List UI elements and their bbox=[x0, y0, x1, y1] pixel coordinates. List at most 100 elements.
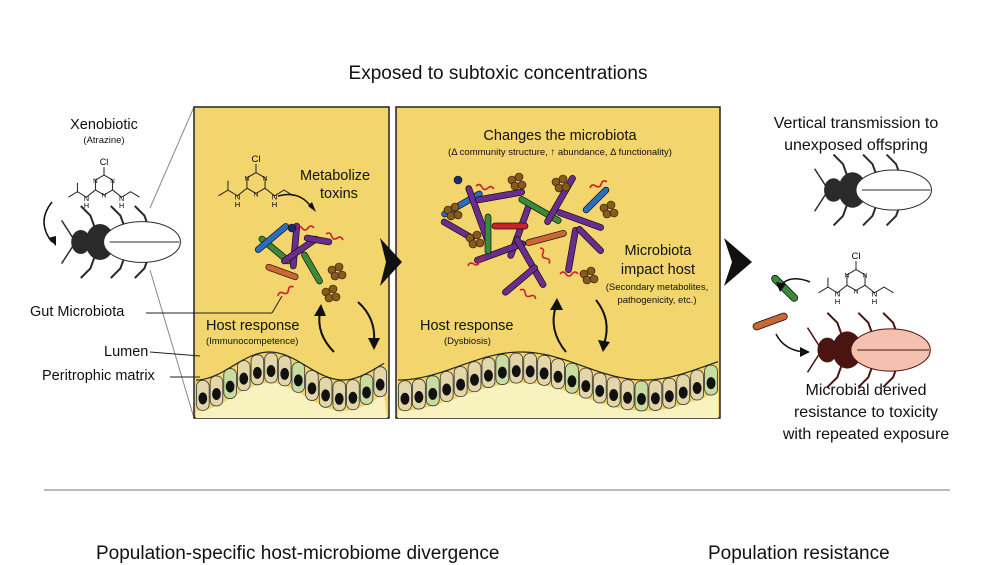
insect-antennae bbox=[814, 168, 828, 212]
epithelium-panel-1 bbox=[195, 351, 387, 418]
gut-microbiota-label: Gut Microbiota bbox=[30, 304, 125, 320]
bacterium-coccus bbox=[589, 274, 599, 284]
cell-nucleus bbox=[239, 372, 249, 385]
lumen-fluid bbox=[398, 383, 718, 418]
amine-right: N bbox=[119, 194, 124, 203]
arrow-host-up-2-head bbox=[550, 298, 563, 310]
bacterium-spirillum bbox=[539, 247, 551, 264]
ethyl-chain bbox=[264, 187, 294, 197]
cell-nucleus bbox=[553, 370, 563, 383]
bacterium-coccus bbox=[450, 202, 460, 212]
amine-left: N bbox=[84, 194, 89, 203]
bacterium-rod bbox=[525, 229, 567, 247]
impact-label-2: impact host bbox=[620, 262, 696, 278]
cell-nucleus bbox=[253, 366, 262, 379]
insect-head bbox=[824, 178, 843, 202]
bacterium-coccus bbox=[331, 292, 341, 302]
arrow-chevron-2 bbox=[724, 238, 752, 286]
bacterium-coccus bbox=[328, 284, 338, 294]
cell-nucleus bbox=[497, 366, 507, 379]
ring-nitrogen: N bbox=[263, 176, 268, 183]
bacterium-rod bbox=[254, 223, 290, 253]
amine-left-h: H bbox=[235, 200, 240, 209]
cell-nucleus bbox=[321, 389, 330, 402]
bacterium-coccus bbox=[324, 293, 334, 303]
insect-head bbox=[71, 230, 91, 254]
leader-gut-microbiota-tip bbox=[271, 295, 283, 314]
bacterium-rod bbox=[502, 264, 538, 296]
host-response-2: Host response bbox=[420, 318, 514, 334]
bacterium-spirillum bbox=[467, 258, 486, 267]
arrow-degrade-head bbox=[776, 282, 786, 292]
bacterium-coccus bbox=[606, 200, 616, 210]
bacterium-rod bbox=[555, 209, 605, 231]
bacterium-coccus bbox=[446, 211, 456, 221]
leader-lumen bbox=[149, 351, 201, 357]
peritrophic-label: Peritrophic matrix bbox=[42, 368, 155, 384]
bacteria-cluster-panel-1 bbox=[254, 222, 347, 303]
lumen-label: Lumen bbox=[104, 344, 149, 360]
isopropyl-chain bbox=[218, 180, 248, 197]
bacterium-coccus bbox=[330, 271, 340, 281]
cell-nucleus bbox=[414, 391, 424, 404]
bottom-left-heading: Population-specific host-microbiome dive… bbox=[96, 543, 500, 564]
bacterium-coccus bbox=[337, 270, 347, 280]
isopropyl-chain bbox=[68, 182, 96, 198]
peritrophic-matrix bbox=[397, 351, 719, 381]
bacterium-rod bbox=[303, 234, 333, 246]
bacterium-orange-right bbox=[752, 312, 788, 331]
cell-nucleus bbox=[664, 390, 674, 403]
arrow-colonize-head bbox=[800, 347, 810, 357]
bacterium-coccus bbox=[554, 183, 564, 193]
cell-nucleus bbox=[334, 392, 344, 405]
zoom-line-top bbox=[149, 106, 195, 209]
cell-nucleus bbox=[650, 392, 660, 405]
cell-nucleus bbox=[362, 386, 371, 399]
bacterium-rod bbox=[491, 222, 529, 230]
cell-nucleus bbox=[456, 378, 466, 391]
chlorine-label: Cl bbox=[252, 154, 261, 165]
chlorine-label: Cl bbox=[100, 157, 109, 167]
amine-right: N bbox=[872, 290, 877, 299]
ethyl-chain bbox=[864, 284, 894, 294]
metabolize-label: Metabolize bbox=[300, 168, 371, 184]
cell-nucleus bbox=[692, 382, 702, 395]
triazine-ring bbox=[246, 171, 266, 195]
resistance-label-3: with repeated exposure bbox=[782, 426, 950, 443]
bacterium-coccus bbox=[517, 180, 527, 190]
arrow-metabolize-head bbox=[308, 202, 316, 212]
bacterium-coccus bbox=[561, 182, 571, 192]
bacterium-rod bbox=[576, 226, 604, 254]
cell-nucleus bbox=[706, 377, 716, 390]
amine-right-h: H bbox=[272, 200, 277, 209]
cell-nucleus bbox=[225, 380, 235, 393]
bacterium-coccus bbox=[453, 210, 463, 220]
bacterium-coccus bbox=[558, 174, 568, 184]
arrow-chevron-1 bbox=[380, 238, 402, 286]
bacterium-coccus-navy bbox=[287, 223, 297, 233]
vertical-transmission-1: Vertical transmission to bbox=[773, 115, 939, 132]
arrow-ingest-head bbox=[48, 236, 56, 246]
triazine-ring bbox=[94, 174, 114, 196]
ring-nitrogen: N bbox=[863, 273, 868, 280]
insect-left bbox=[60, 205, 181, 279]
epithelium-panel-2 bbox=[397, 351, 719, 418]
bacterium-coccus bbox=[334, 262, 344, 272]
host-response-1-sub: (Immunocompetence) bbox=[206, 336, 299, 347]
bacterium-coccus bbox=[609, 208, 619, 218]
cell-nucleus bbox=[678, 386, 688, 399]
bacterium-coccus bbox=[586, 266, 596, 276]
cell-nucleus bbox=[539, 367, 549, 380]
ring-nitrogen: N bbox=[102, 193, 107, 200]
arrow-host-down-2-head bbox=[598, 340, 610, 352]
ring-nitrogen: N bbox=[854, 288, 859, 295]
cell-nucleus bbox=[348, 391, 358, 404]
toxins-label: toxins bbox=[320, 186, 358, 202]
amine-right: N bbox=[272, 193, 277, 202]
arrow-ingest bbox=[43, 201, 53, 243]
resistance-label-2: resistance to toxicity bbox=[793, 404, 939, 421]
lumen-fluid bbox=[196, 383, 387, 418]
